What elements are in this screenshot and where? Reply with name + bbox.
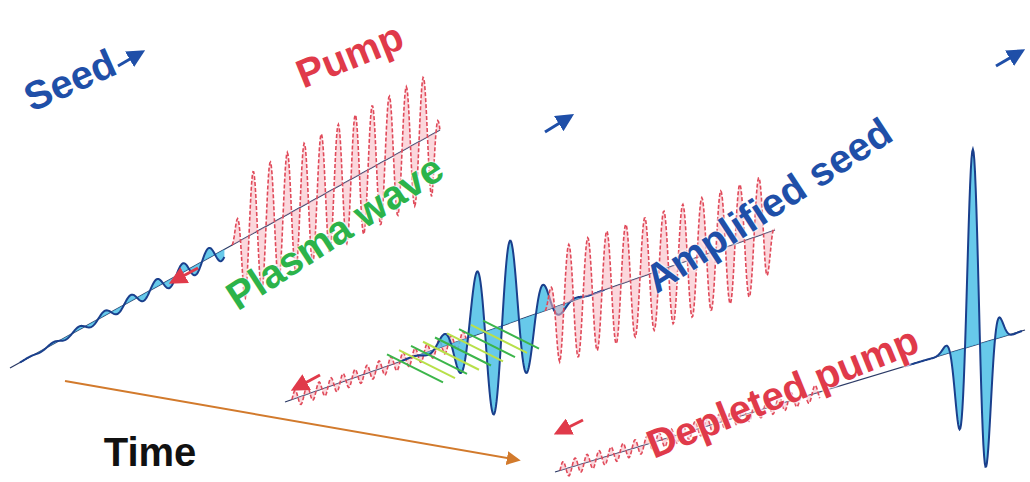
pump-direction-arrow [172,268,198,282]
pump-label: Pump [291,16,409,95]
seed-label: Seed [18,42,122,117]
seed-direction-arrow [996,51,1022,66]
seed-wave [905,149,1022,466]
seed-direction-arrow [118,52,142,66]
time-label: Time [104,432,197,472]
seed-wave-fill [400,241,604,415]
seed-direction-arrow [545,116,571,132]
seed-wave-fill [905,149,1022,466]
seed-wave-fill [20,248,224,363]
pump-direction-arrow [294,375,320,389]
seed-wave [400,241,604,415]
pump-direction-arrow [557,420,583,433]
depleted-pump-label: Depleted pump [641,319,924,464]
seed-wave [20,248,224,363]
plasma-wave-front [483,321,539,349]
